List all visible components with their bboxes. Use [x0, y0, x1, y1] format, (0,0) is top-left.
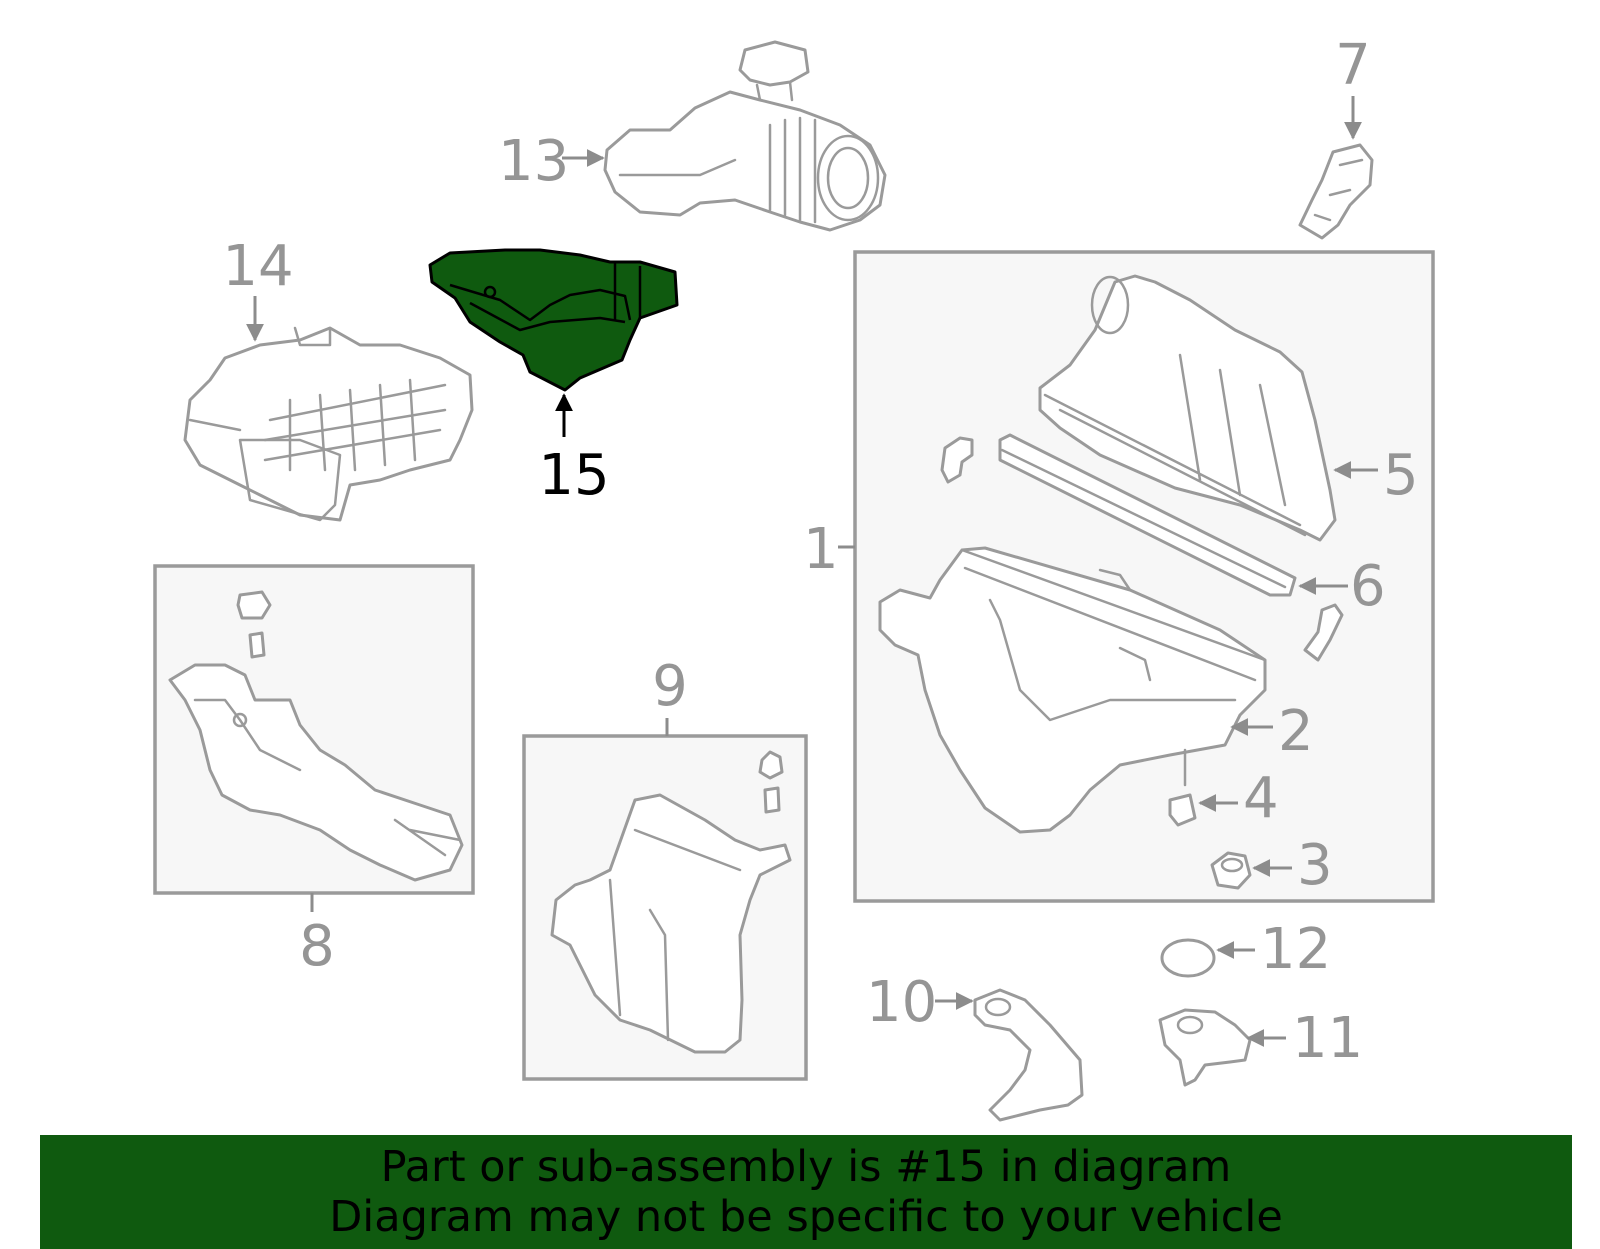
- callout-11: 11: [1292, 1006, 1363, 1071]
- callout-8: 8: [299, 914, 335, 979]
- part-10-bracket[interactable]: [973, 988, 1084, 1122]
- part-5-cleaner-cap[interactable]: [1038, 274, 1337, 542]
- callout-10: 10: [866, 970, 937, 1035]
- part-13-intake-duct[interactable]: [603, 40, 887, 232]
- callout-6: 6: [1350, 554, 1386, 619]
- part-9-module-box[interactable]: [550, 750, 792, 1054]
- callout-14: 14: [222, 234, 293, 299]
- callout-1: 1: [803, 517, 839, 582]
- callout-15: 15: [538, 443, 609, 508]
- callout-2: 2: [1278, 699, 1314, 764]
- callout-13: 13: [498, 129, 569, 194]
- part-7-sensor[interactable]: [1298, 143, 1374, 240]
- clip-right-icon[interactable]: [1303, 603, 1344, 662]
- callout-9: 9: [652, 654, 688, 719]
- part-3-mount[interactable]: [1210, 851, 1252, 890]
- callout-7: 7: [1335, 33, 1371, 98]
- part-2-cleaner-case[interactable]: [878, 546, 1267, 834]
- part-8-inlet-duct[interactable]: [168, 590, 464, 882]
- banner-line-1: Part or sub-assembly is #15 in diagram: [380, 1142, 1232, 1192]
- banner-line-2: Diagram may not be specific to your vehi…: [329, 1192, 1283, 1242]
- part-6-filter-element[interactable]: [998, 433, 1297, 597]
- part-4-grommet[interactable]: [1168, 793, 1197, 827]
- callout-3: 3: [1297, 833, 1333, 898]
- callout-12: 12: [1260, 917, 1331, 982]
- clip-left-icon[interactable]: [940, 436, 974, 484]
- callout-4: 4: [1243, 766, 1279, 831]
- info-banner: Part or sub-assembly is #15 in diagram D…: [40, 1135, 1572, 1249]
- part-14-intake-tray[interactable]: [183, 326, 474, 522]
- part-11-bracket[interactable]: [1158, 1008, 1252, 1087]
- part-15-duct-cover[interactable]: [428, 248, 679, 392]
- callout-5: 5: [1383, 443, 1419, 508]
- part-12-o-ring[interactable]: [1160, 938, 1216, 978]
